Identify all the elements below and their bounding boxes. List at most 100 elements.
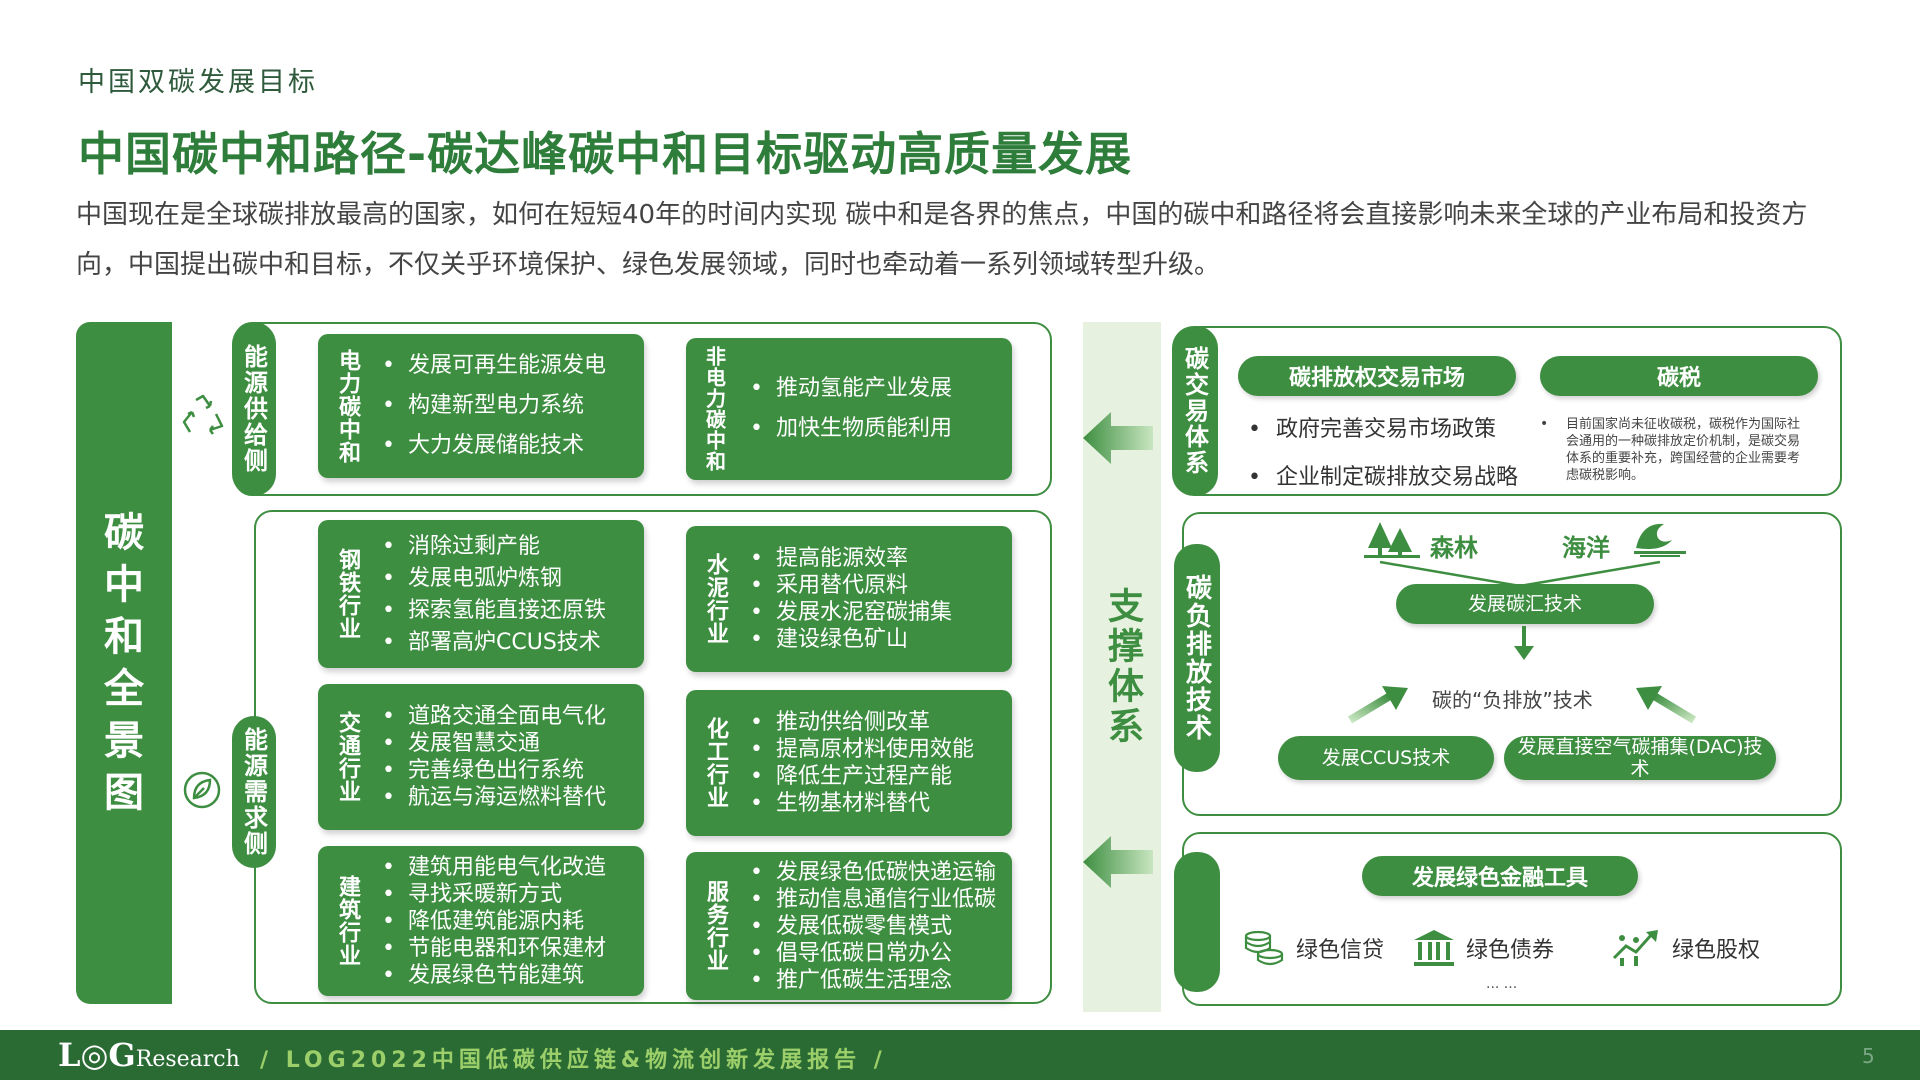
card-title: 建筑行业 xyxy=(335,875,360,967)
intro-paragraph: 中国现在是全球碳排放最高的国家，如何在短短40年的时间内实现 碳中和是各界的焦点… xyxy=(76,200,1808,280)
card-item: 提高能源效率 xyxy=(750,545,1012,572)
bank-icon xyxy=(1414,930,1454,966)
card-items: 消除过剩产能 发展电弧炉炼钢 探索氢能直接还原铁 部署高炉CCUS技术 xyxy=(376,520,644,668)
card-title: 服务行业 xyxy=(703,880,728,972)
card-item: 发展低碳零售模式 xyxy=(750,913,1012,940)
dac-pill: 发展直接空气碳捕集(DAC)技术 xyxy=(1504,736,1776,780)
card-item: 推广低碳生活理念 xyxy=(750,967,1012,994)
card-item: 倡导低碳日常办公 xyxy=(750,940,1012,967)
card-title: 电力碳中和 xyxy=(335,348,360,464)
card-title: 交通行业 xyxy=(335,711,360,803)
arrow-left-icon xyxy=(1083,836,1153,888)
recycle-icon xyxy=(182,394,224,435)
section-label: 中国双碳发展目标 xyxy=(78,67,318,98)
panorama-label: 碳 中 和 全 景 图 xyxy=(76,322,172,1004)
card-item: 建设绿色矿山 xyxy=(750,626,1012,653)
card-title: 钢铁行业 xyxy=(335,548,360,640)
card-item: 节能电器和环保建材 xyxy=(382,935,644,962)
green-bond-label: 绿色债券 xyxy=(1466,938,1555,963)
green-bond-item: 绿色债券 xyxy=(1412,928,1554,968)
panorama-bar xyxy=(76,322,172,1004)
carbon-market-title: 碳排放权交易市场 xyxy=(1238,356,1516,396)
card-items: 建筑用能电气化改造 寻找采暖新方式 降低建筑能源内耗 节能电器和环保建材 发展绿… xyxy=(376,846,644,996)
green-credit-label: 绿色信贷 xyxy=(1296,938,1385,963)
card-chemical: 化工行业 推动供给侧改革 提高原材料使用效能 降低生产过程产能 生物基材料替代 xyxy=(686,690,1012,836)
green-finance-side xyxy=(1174,852,1220,992)
card-item: 推动供给侧改革 xyxy=(750,709,1012,736)
card-transport: 交通行业 道路交通全面电气化 发展智慧交通 完善绿色出行系统 航运与海运燃料替代 xyxy=(318,684,644,830)
card-non-power: 非电力碳中和 推动氢能产业发展 加快生物质能利用 xyxy=(686,338,1012,480)
ccus-pill: 发展CCUS技术 xyxy=(1278,736,1494,780)
wave-icon xyxy=(1634,523,1686,557)
card-item: 生物基材料替代 xyxy=(750,790,1012,817)
card-items: 道路交通全面电气化 发展智慧交通 完善绿色出行系统 航运与海运燃料替代 xyxy=(376,684,644,830)
arrow-left-icon xyxy=(1083,412,1153,464)
arrow-up-left-icon xyxy=(1636,686,1697,724)
card-item: 发展水泥窑碳捕集 xyxy=(750,599,1012,626)
green-credit-item: 绿色信贷 xyxy=(1242,928,1384,968)
card-item: 发展智慧交通 xyxy=(382,730,644,757)
card-item: 发展可再生能源发电 xyxy=(382,346,644,386)
forest-label: 森林 xyxy=(1430,534,1478,562)
card-item: 降低建筑能源内耗 xyxy=(382,908,644,935)
card-item: 航运与海运燃料替代 xyxy=(382,784,644,811)
card-item: 完善绿色出行系统 xyxy=(382,757,644,784)
card-power: 电力碳中和 发展可再生能源发电 构建新型电力系统 大力发展储能技术 xyxy=(318,334,644,478)
carbon-tax-note: 目前国家尚未征收碳税，碳税作为国际社会通用的一种碳排放定价机制，是碳交易体系的重… xyxy=(1566,417,1801,483)
footer-report-title: / LOG2022中国低碳供应链&物流创新发展报告 / xyxy=(260,1048,887,1073)
arrow-down-icon xyxy=(1514,626,1534,660)
card-building: 建筑行业 建筑用能电气化改造 寻找采暖新方式 降低建筑能源内耗 节能电器和环保建… xyxy=(318,846,644,996)
card-items: 推动氢能产业发展 加快生物质能利用 xyxy=(744,338,1012,480)
logo-main: L◎G xyxy=(58,1036,136,1074)
card-item: 加快生物质能利用 xyxy=(750,409,1012,449)
carbon-tax-title: 碳税 xyxy=(1540,356,1818,396)
growth-people-icon xyxy=(1612,930,1658,966)
card-item: 大力发展储能技术 xyxy=(382,426,644,466)
supply-side-label: 能源供给侧 xyxy=(232,322,276,496)
card-title: 化工行业 xyxy=(703,717,728,809)
card-service: 服务行业 发展绿色低碳快递运输 推动信息通信行业低碳 发展低碳零售模式 倡导低碳… xyxy=(686,852,1012,1000)
list-item: 企业制定碳排放交易战略 xyxy=(1248,454,1518,502)
card-item: 部署高炉CCUS技术 xyxy=(382,629,644,656)
card-item: 构建新型电力系统 xyxy=(382,386,644,426)
carbon-sink-pill: 发展碳汇技术 xyxy=(1396,584,1654,624)
card-item: 寻找采暖新方式 xyxy=(382,881,644,908)
footer-logo: L◎GResearch xyxy=(58,1036,240,1074)
card-title: 水泥行业 xyxy=(703,553,728,645)
card-item: 降低生产过程产能 xyxy=(750,763,1012,790)
card-items: 发展可再生能源发电 构建新型电力系统 大力发展储能技术 xyxy=(376,334,644,478)
ocean-label: 海洋 xyxy=(1562,534,1610,562)
page-title: 中国碳中和路径-碳达峰碳中和目标驱动高质量发展 xyxy=(78,127,1133,181)
arrow-up-right-icon xyxy=(1347,686,1408,724)
tax-bullet: • xyxy=(1540,416,1549,432)
card-item: 探索氢能直接还原铁 xyxy=(382,597,644,624)
support-label: 支撑体系 xyxy=(1102,587,1143,747)
carbon-trade-label: 碳交易体系 xyxy=(1172,326,1218,496)
panorama-char: 全 xyxy=(104,666,144,712)
card-item: 提高原材料使用效能 xyxy=(750,736,1012,763)
carbon-market-list: 政府完善交易市场政策 企业制定碳排放交易战略 xyxy=(1248,406,1518,502)
coins-icon xyxy=(1244,930,1284,966)
leaf-icon xyxy=(183,771,221,809)
card-items: 发展绿色低碳快递运输 推动信息通信行业低碳 发展低碳零售模式 倡导低碳日常办公 … xyxy=(744,852,1012,1000)
panorama-char: 和 xyxy=(104,614,144,660)
logo-sub: Research xyxy=(135,1047,240,1072)
green-finance-title: 发展绿色金融工具 xyxy=(1362,856,1638,896)
page-number: 5 xyxy=(1862,1044,1875,1068)
card-item: 发展绿色节能建筑 xyxy=(382,962,644,989)
panorama-char: 中 xyxy=(104,562,144,608)
green-equity-label: 绿色股权 xyxy=(1672,938,1761,963)
card-title: 非电力碳中和 xyxy=(702,346,727,472)
green-equity-item: 绿色股权 xyxy=(1612,928,1760,968)
card-item: 发展绿色低碳快递运输 xyxy=(750,859,1012,886)
demand-side-label: 能源需求侧 xyxy=(232,716,276,868)
card-item: 道路交通全面电气化 xyxy=(382,703,644,730)
card-item: 建筑用能电气化改造 xyxy=(382,854,644,881)
card-cement: 水泥行业 提高能源效率 采用替代原料 发展水泥窑碳捕集 建设绿色矿山 xyxy=(686,526,1012,672)
negative-tech-center: 碳的“负排放”技术 xyxy=(1432,688,1593,712)
panorama-char: 碳 xyxy=(104,510,144,556)
card-item: 消除过剩产能 xyxy=(382,533,644,560)
negative-emission-label: 碳负排放技术 xyxy=(1174,544,1220,772)
card-item: 推动氢能产业发展 xyxy=(750,369,1012,409)
list-item: 政府完善交易市场政策 xyxy=(1248,406,1518,454)
